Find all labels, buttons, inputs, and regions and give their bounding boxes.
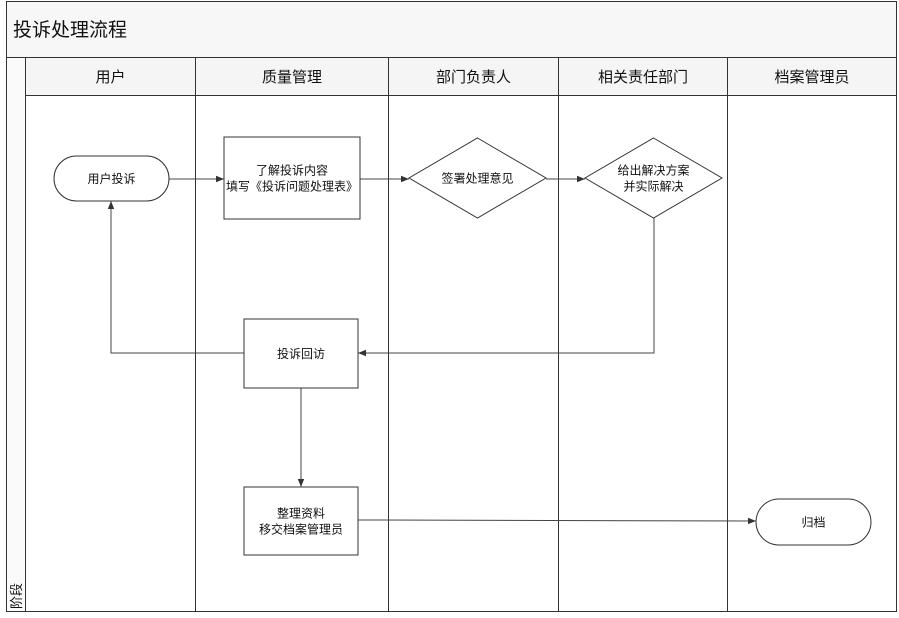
- terminator-shape: [755, 498, 872, 546]
- lane-header-archivist: 档案管理员: [774, 68, 849, 86]
- node-label: 投诉回访: [277, 346, 325, 361]
- node-label: 归档: [801, 516, 825, 530]
- node-n3-decision: 签署处理意见: [408, 137, 547, 219]
- decision-diamond: [584, 137, 723, 219]
- node-label: 给出解决方案: [617, 163, 689, 178]
- diagram-frame: [6, 1, 897, 612]
- process-box: [243, 486, 359, 556]
- edge-n6-n7: [357, 517, 757, 525]
- node-label: 并实际解决: [623, 179, 683, 194]
- lane-dividers: [195, 57, 728, 612]
- phase-label: 阶段: [10, 583, 25, 609]
- phase-column: [6, 57, 26, 612]
- process-box: [243, 318, 359, 389]
- lane-header-dept_head: 部门负责人: [436, 68, 511, 86]
- node-label: 签署处理意见: [441, 171, 513, 186]
- node-label: 整理资料: [277, 506, 325, 521]
- title-bar: [6, 1, 897, 58]
- node-n5-process: 投诉回访: [243, 318, 359, 389]
- terminator-shape: [53, 155, 170, 202]
- decision-diamond: [408, 137, 547, 219]
- lane-headers: 用户 质量管理 部门负责人 相关责任部门 档案管理员: [95, 68, 849, 86]
- node-label: 移交档案管理员: [259, 522, 343, 537]
- process-box: [223, 136, 361, 220]
- node-label: 了解投诉内容: [256, 163, 328, 178]
- lane-header-related_dept: 相关责任部门: [598, 68, 688, 86]
- edge-n5-n1: [107, 201, 244, 354]
- node-label: 用户投诉: [87, 171, 135, 186]
- diagram-title: 投诉处理流程: [13, 19, 127, 41]
- node-n7-terminator: 归档: [755, 498, 872, 546]
- lane-header-row: [25, 57, 897, 96]
- edge-n4-n5: [358, 218, 655, 357]
- flow-edges: [107, 175, 757, 525]
- lane-header-quality: 质量管理: [262, 68, 322, 86]
- lane-header-user: 用户: [95, 68, 125, 86]
- node-label: 填写《投诉问题处理表》: [226, 179, 358, 194]
- node-n1-terminator: 用户投诉: [53, 155, 170, 202]
